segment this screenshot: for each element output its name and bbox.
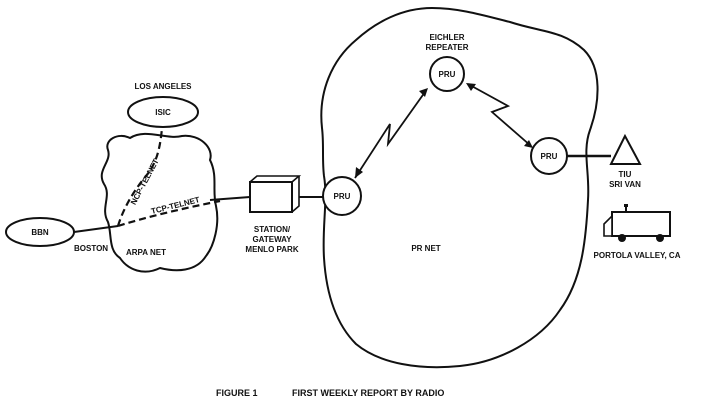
ncp-telnet-label: NCP-TELNET xyxy=(129,157,161,206)
pru-repeater-node xyxy=(429,56,465,92)
los-angeles-label: LOS ANGELES xyxy=(134,82,192,91)
tiu-label: TIU xyxy=(619,170,632,179)
pru-van-label: PRU xyxy=(541,152,558,161)
sri-van-label: SRI VAN xyxy=(609,180,641,189)
tcp-telnet-path xyxy=(117,199,221,228)
isic-label: ISIC xyxy=(155,108,171,117)
arpa-net-cloud xyxy=(100,133,219,273)
pr-net-cloud xyxy=(320,6,599,369)
figure-title: FIRST WEEKLY REPORT BY RADIO xyxy=(292,388,444,398)
isic-node xyxy=(127,96,199,128)
arpa-station-link xyxy=(209,196,251,201)
tcp-telnet-label: TCP-TELNET xyxy=(150,195,201,216)
station-box-icon xyxy=(249,175,302,213)
pru-gateway-node xyxy=(322,176,362,216)
pru-gateway-label: PRU xyxy=(334,192,351,201)
bbn-link xyxy=(73,225,119,233)
pr-net-label: PR NET xyxy=(411,244,440,253)
portola-valley-label: PORTOLA VALLEY, CA xyxy=(594,251,681,260)
station-label-1: STATION/ xyxy=(254,225,291,234)
bbn-label: BBN xyxy=(31,228,49,237)
antenna-icon xyxy=(609,133,642,165)
repeater-label-2: REPEATER xyxy=(426,43,469,52)
figure-number: FIGURE 1 xyxy=(216,388,258,398)
station-label-2: GATEWAY xyxy=(252,235,292,244)
repeater-label-1: EICHLER xyxy=(429,33,464,42)
pru-repeater-label: PRU xyxy=(439,70,456,79)
van-icon xyxy=(603,204,671,242)
ncp-telnet-path xyxy=(116,127,164,227)
radio-link-repeater-van xyxy=(466,83,533,148)
station-label-3: MENLO PARK xyxy=(245,245,298,254)
arpa-net-label: ARPA NET xyxy=(126,248,166,257)
radio-link-gateway-repeater xyxy=(354,88,428,179)
boston-label: BOSTON xyxy=(74,244,108,253)
